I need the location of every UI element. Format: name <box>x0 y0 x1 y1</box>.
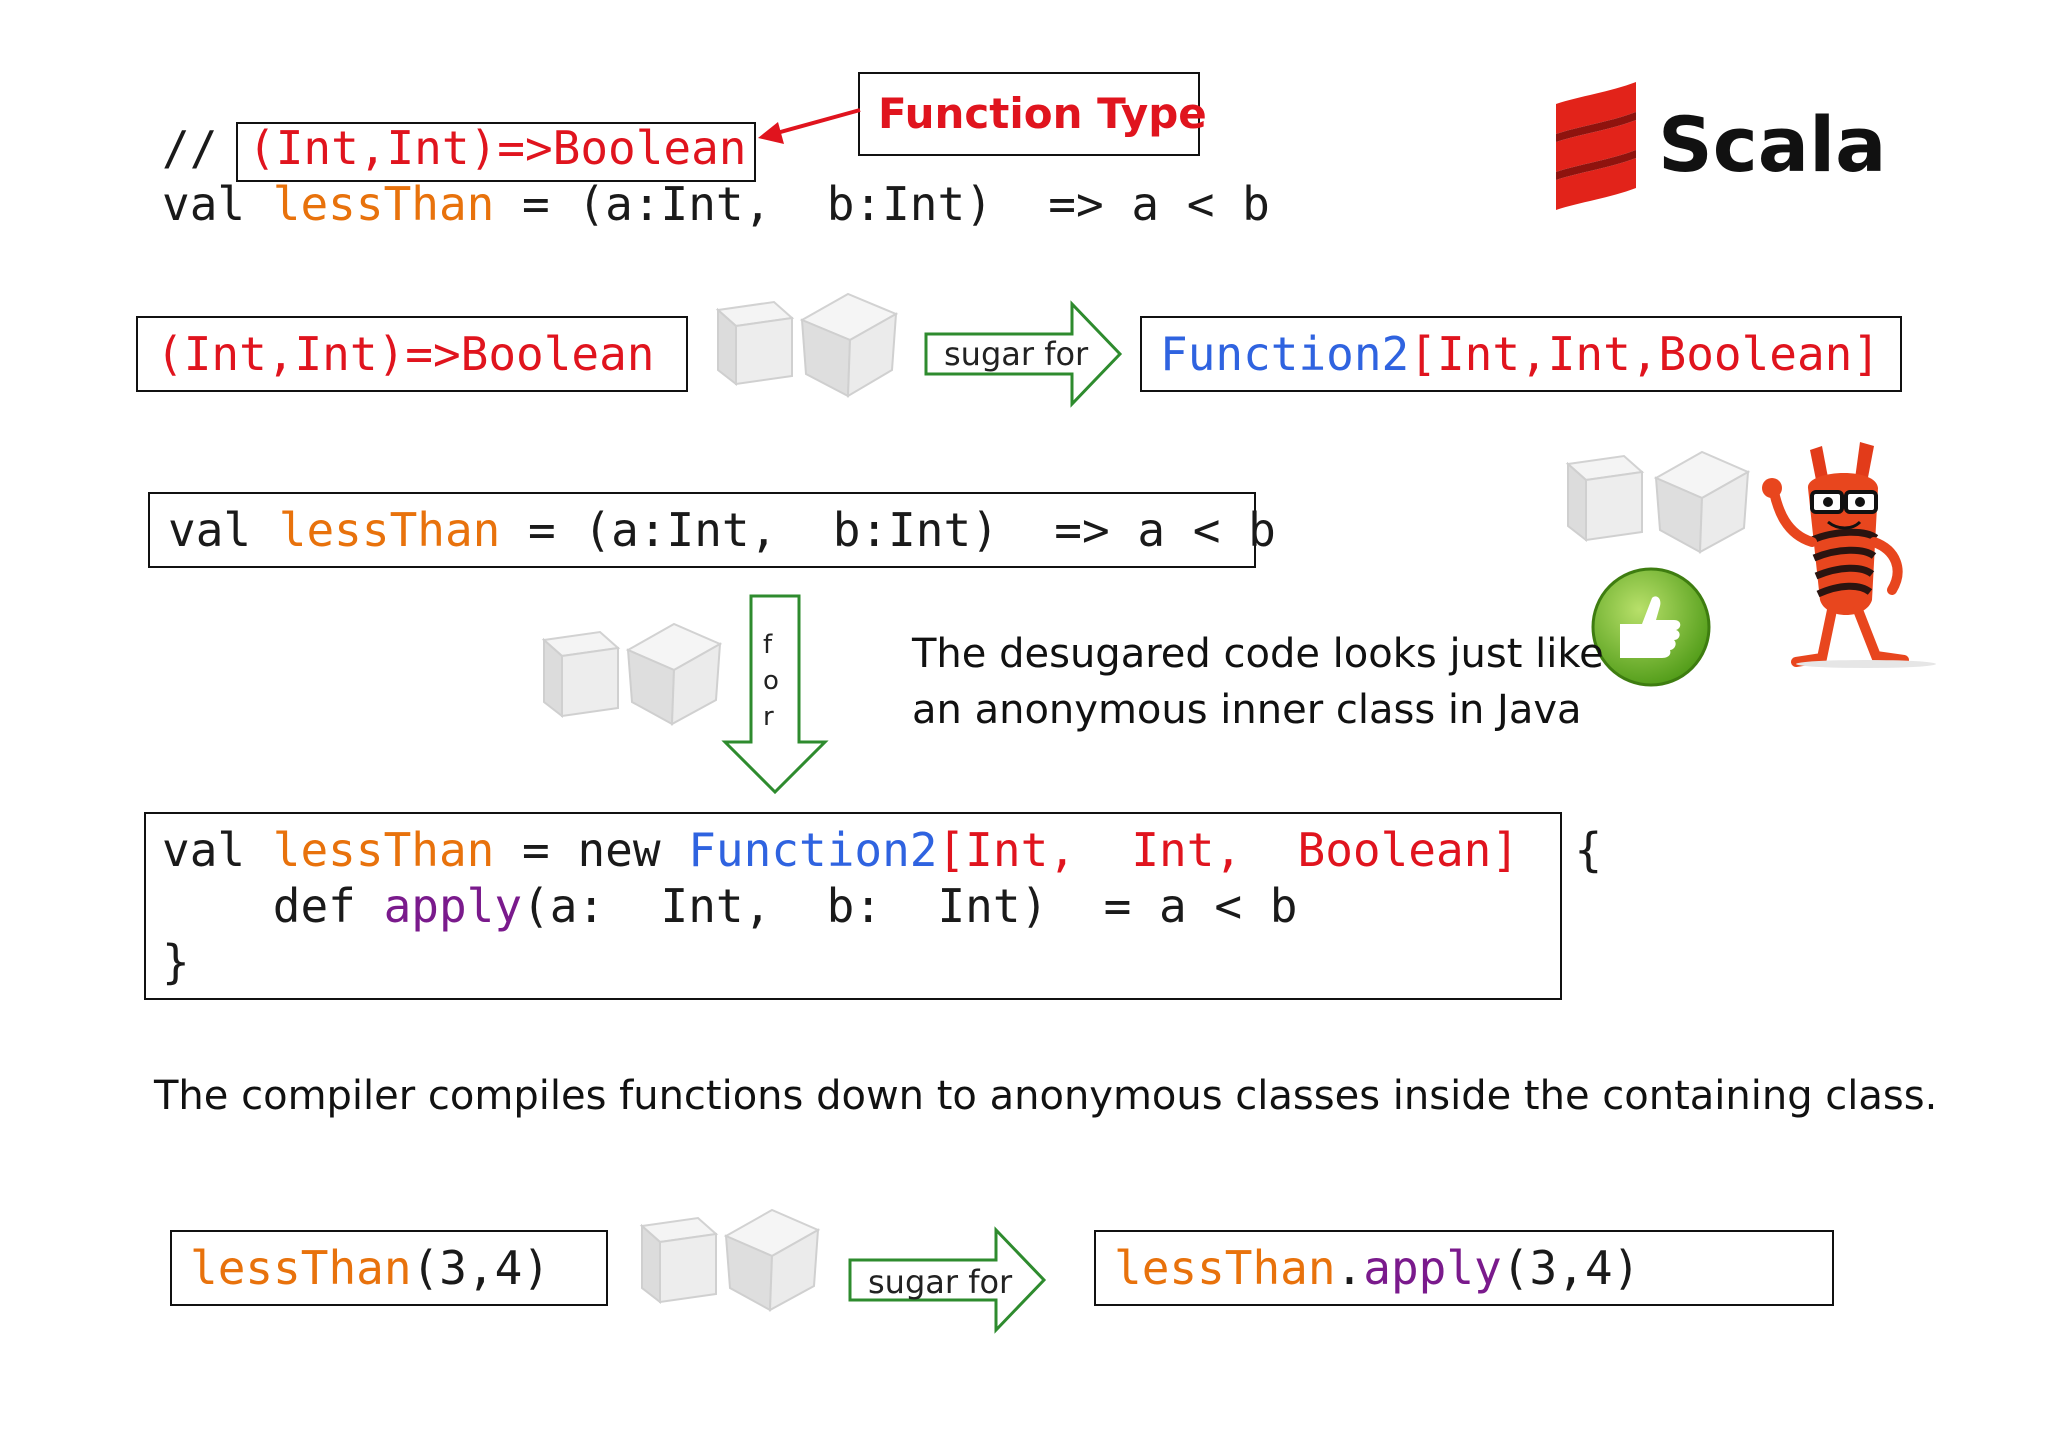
function-type-callout-box <box>858 72 1200 156</box>
comment-prefix: // <box>162 121 218 175</box>
type-sugar-left-box <box>136 316 688 392</box>
lambda-val-keyword: val <box>168 503 252 557</box>
down-arrow-letter-r: r <box>763 702 774 732</box>
top-lambda-rest: = (a:Int, b:Int) => a < b <box>494 177 1270 231</box>
callout-arrow-icon <box>758 108 861 144</box>
row2-arrow-label: sugar for <box>944 335 1089 373</box>
sugar-cube-icon <box>1653 450 1751 554</box>
bottom-left-args: (3,4) <box>411 1241 551 1295</box>
anon-apply-name: apply <box>383 879 523 933</box>
apply-sugar-right-text: lessThan.apply(3,4) <box>1114 1240 1640 1296</box>
down-arrow-letter-f: f <box>763 630 773 660</box>
sugar-cube-icon <box>799 292 899 398</box>
type-sugar-right-box <box>1140 316 1902 392</box>
function2-name: Function2 <box>1160 327 1410 381</box>
bottom-left-lessthan: lessThan <box>190 1241 412 1295</box>
scala-logo-text: Scala <box>1658 100 1887 189</box>
right-arrow-icon <box>924 300 1123 408</box>
lambda-box <box>148 492 1256 568</box>
type-sugar-left-text: (Int,Int)=>Boolean <box>156 327 655 381</box>
apply-sugar-right-box <box>1094 1230 1834 1306</box>
lambda-rest: = (a:Int, b:Int) => a < b <box>500 503 1276 557</box>
anon-apply-rest: (a: Int, b: Int) = a < b <box>522 879 1298 933</box>
compiler-note: The compiler compiles functions down to … <box>154 1073 1938 1119</box>
sugar-cube-icon <box>541 630 621 719</box>
thumbs-up-icon <box>1591 567 1711 687</box>
anon-val-keyword: val <box>162 823 246 877</box>
apply-sugar-left-box <box>170 1230 608 1306</box>
sugar-cube-icon <box>639 1216 719 1305</box>
type-sugar-right-text: Function2[Int,Int,Boolean] <box>1160 326 1880 382</box>
function-type-callout-label: Function Type <box>878 89 1207 138</box>
anon-lessthan-name: lessThan <box>272 823 495 877</box>
sugar-cube-icon <box>1565 454 1645 543</box>
sugar-cube-icon <box>723 1208 821 1312</box>
mascot-icon <box>1762 442 1936 668</box>
anon-eq-new: = new <box>494 823 689 877</box>
desugar-note-line2: an anonymous inner class in Java <box>912 687 1582 733</box>
lambda-lessthan-name: lessThan <box>278 503 501 557</box>
bottom-right-args: (3,4) <box>1501 1241 1641 1295</box>
bottom-right-dot: . <box>1335 1241 1364 1295</box>
anon-function2-params: [Int, Int, Boolean] <box>937 823 1520 877</box>
anon-brace-open: { <box>1519 823 1603 877</box>
top-val-keyword: val <box>162 177 246 231</box>
anon-class-line1: val lessThan = new Function2[Int, Int, B… <box>162 822 1602 878</box>
sugar-cube-icon <box>625 622 723 726</box>
bottom-right-lessthan: lessThan <box>1114 1241 1336 1295</box>
lambda-line: val lessThan = (a:Int, b:Int) => a < b <box>168 502 1276 558</box>
anon-class-box <box>144 812 1562 1000</box>
bottom-right-apply: apply <box>1363 1241 1502 1295</box>
anon-function2-name: Function2 <box>688 823 938 877</box>
right-arrow-icon <box>848 1226 1047 1334</box>
bottom-arrow-label: sugar for <box>868 1263 1013 1301</box>
down-arrow-letter-o: o <box>763 666 779 696</box>
sugar-cube-icon <box>715 300 795 387</box>
function-type-highlight-box <box>236 122 756 182</box>
function-type-signature: (Int,Int)=>Boolean <box>248 121 747 175</box>
desugar-note-line1: The desugared code looks just like <box>912 631 1604 677</box>
apply-sugar-left-text: lessThan(3,4) <box>190 1240 550 1296</box>
top-lambda-line: val lessThan = (a:Int, b:Int) => a < b <box>162 176 1270 232</box>
anon-def-keyword: def <box>162 879 384 933</box>
scala-logo-icon <box>1556 82 1636 210</box>
function2-params: [Int,Int,Boolean] <box>1409 327 1881 381</box>
anon-class-line3: } <box>162 935 190 989</box>
top-lessthan-name: lessThan <box>272 177 495 231</box>
down-arrow-icon <box>721 594 829 795</box>
anon-class-line2: def apply(a: Int, b: Int) = a < b <box>162 878 1298 934</box>
